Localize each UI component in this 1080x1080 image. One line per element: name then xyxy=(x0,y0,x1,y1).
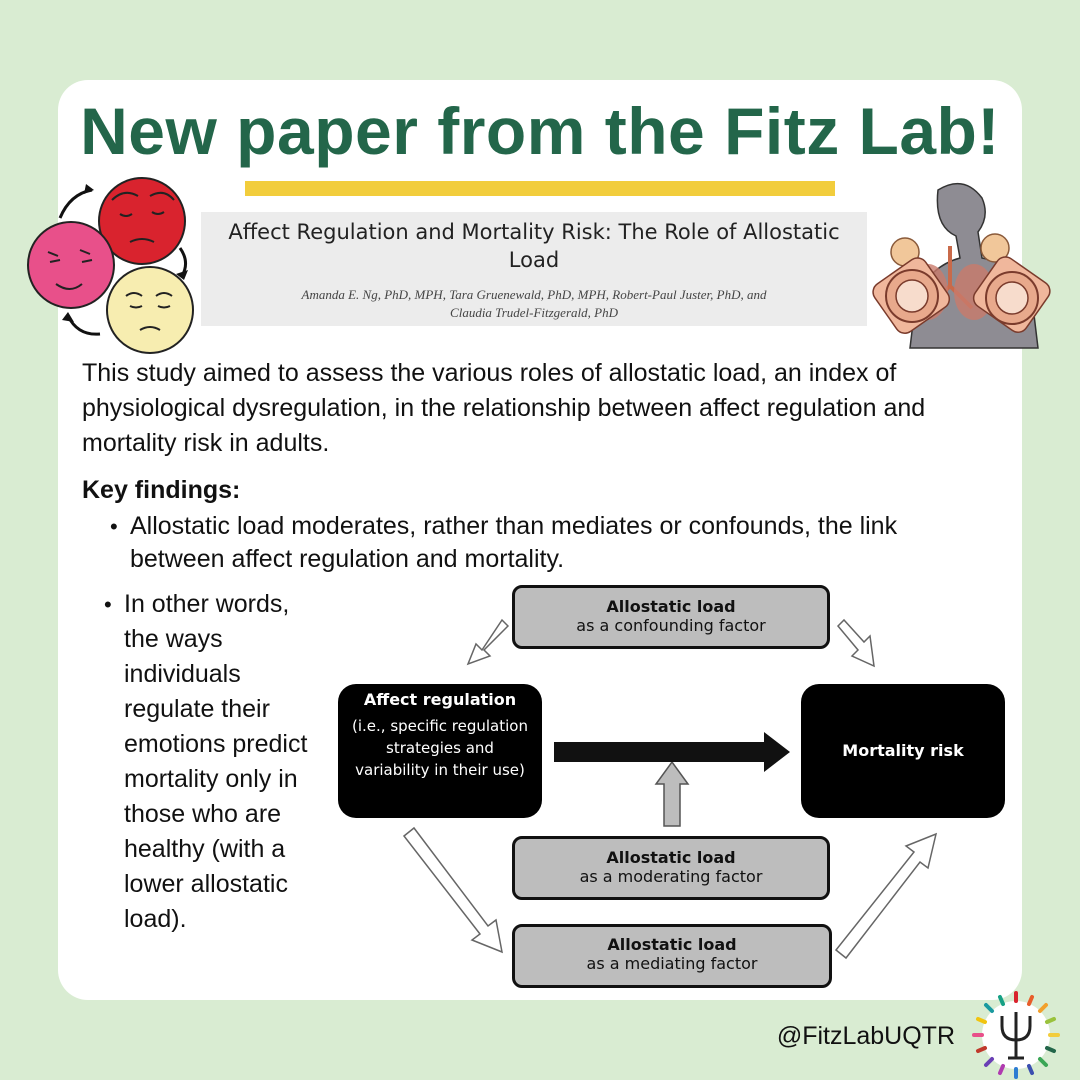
social-handle: @FitzLabUQTR xyxy=(776,1022,955,1050)
key-findings-heading: Key findings: xyxy=(82,476,241,504)
paper-authors-line1: Amanda E. Ng, PhD, MPH, Tara Gruenewald,… xyxy=(301,287,767,302)
mortality-title: Mortality risk xyxy=(842,741,964,760)
accent-bar xyxy=(245,181,835,196)
bullet-icon: • xyxy=(104,592,112,617)
paper-authors-line2: Claudia Trudel-Fitzgerald, PhD xyxy=(450,305,618,320)
affect-sub: (i.e., specific regulation strategies an… xyxy=(352,717,528,779)
headline: New paper from the Fitz Lab! xyxy=(80,94,1000,168)
paper-title: Affect Regulation and Mortality Risk: Th… xyxy=(228,220,840,272)
mediating-sub: as a mediating factor xyxy=(586,954,758,973)
confounding-sub: as a confounding factor xyxy=(576,616,766,635)
affect-regulation-box: Affect regulation (i.e., specific regula… xyxy=(338,684,542,818)
paper-citation: Affect Regulation and Mortality Risk: Th… xyxy=(201,212,867,326)
finding-text: In other words, the ways individuals reg… xyxy=(124,590,308,933)
paper-authors: Amanda E. Ng, PhD, MPH, Tara Gruenewald,… xyxy=(201,286,867,322)
affect-title: Affect regulation xyxy=(363,690,517,709)
confounding-box: Allostatic load as a confounding factor xyxy=(512,585,830,649)
bullet-icon: • xyxy=(110,514,118,539)
mortality-risk-box: Mortality risk xyxy=(801,684,1005,818)
moderating-sub: as a moderating factor xyxy=(579,867,763,886)
finding-bullet: • In other words, the ways individuals re… xyxy=(104,587,344,937)
confounding-title: Allostatic load xyxy=(606,597,736,616)
study-description: This study aimed to assess the various r… xyxy=(82,359,926,457)
mediating-title: Allostatic load xyxy=(607,935,737,954)
finding-bullet: • Allostatic load moderates, rather than … xyxy=(110,510,970,576)
moderating-title: Allostatic load xyxy=(606,848,736,867)
finding-text: Allostatic load moderates, rather than m… xyxy=(130,512,898,573)
moderating-box: Allostatic load as a moderating factor xyxy=(512,836,830,900)
mediating-box: Allostatic load as a mediating factor xyxy=(512,924,832,988)
